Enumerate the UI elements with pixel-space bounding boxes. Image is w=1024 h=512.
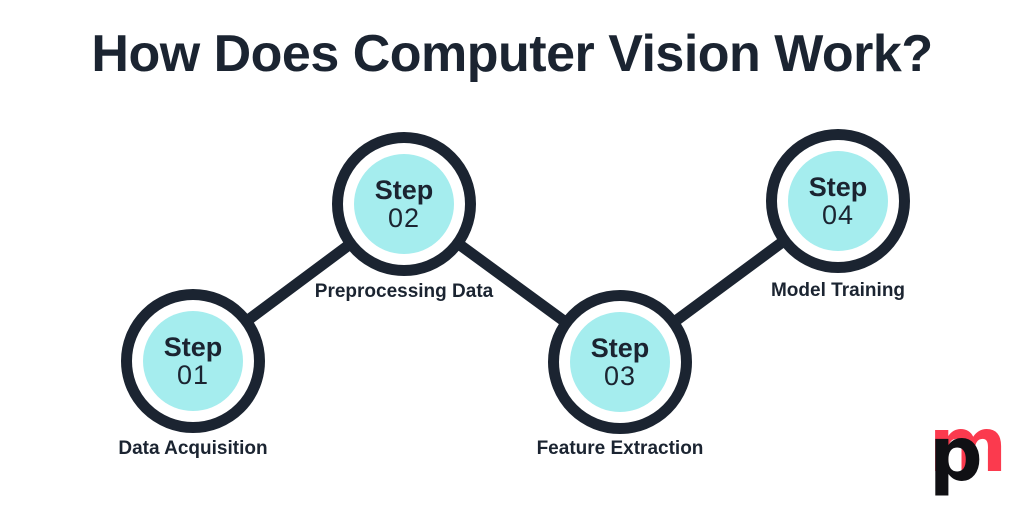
logo-letter-m: m (929, 414, 1007, 489)
step-3-badge: Step 03 (570, 312, 670, 412)
step-2-circle: Step 02 (332, 132, 476, 276)
step-3-number: 03 (603, 361, 637, 391)
step-1-caption: Data Acquisition (118, 438, 268, 459)
step-2-word: Step (374, 174, 434, 205)
step-2-caption: Preprocessing Data (314, 281, 494, 302)
step-2-number: 02 (387, 203, 421, 233)
step-2-badge: Step 02 (354, 154, 454, 254)
step-1-number: 01 (176, 360, 210, 390)
step-3-circle: Step 03 (548, 290, 692, 434)
pm-logo: m p (929, 414, 1007, 498)
step-4-badge: Step 04 (788, 151, 888, 251)
step-3-word: Step (590, 332, 650, 363)
logo-letter-p: p (929, 414, 983, 498)
page-title: How Does Computer Vision Work? (91, 25, 933, 83)
step-3-caption: Feature Extraction (536, 438, 704, 459)
step-4-circle: Step 04 (766, 129, 910, 273)
step-1-badge: Step 01 (143, 311, 243, 411)
step-4-caption: Model Training (770, 280, 906, 301)
step-4-number: 04 (821, 200, 855, 230)
step-4-word: Step (808, 171, 868, 202)
step-1-circle: Step 01 (121, 289, 265, 433)
step-1-word: Step (163, 331, 223, 362)
